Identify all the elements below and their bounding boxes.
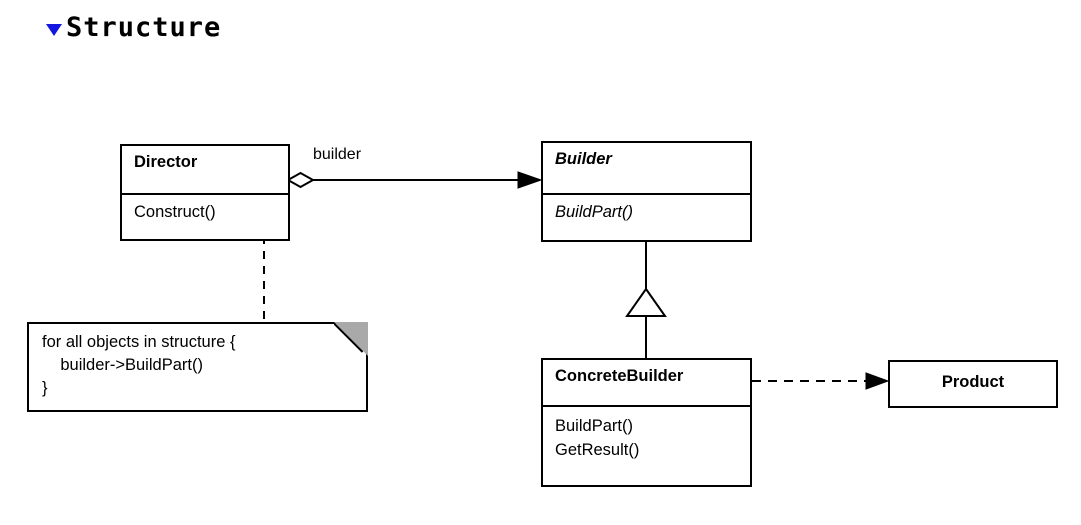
note-folded-corner-icon (334, 322, 368, 356)
class-member-buildpart: BuildPart() (555, 417, 633, 435)
class-members-compartment: Construct() (122, 193, 288, 241)
triangle-down-icon[interactable] (46, 23, 62, 36)
uml-class-director[interactable]: Director Construct() (120, 144, 290, 241)
class-members-compartment: BuildPart() (543, 193, 750, 242)
section-heading[interactable]: Structure (46, 14, 221, 41)
generalization-connector-concretebuilder-builder (625, 242, 667, 358)
class-name-builder: Builder (555, 150, 612, 168)
class-members-compartment: BuildPart() GetResult() (543, 405, 750, 487)
uml-note-text: for all objects in structure { builder->… (42, 333, 236, 397)
page-title: Structure (66, 12, 222, 43)
class-member-buildpart: BuildPart() (555, 203, 633, 221)
uml-note[interactable]: for all objects in structure { builder->… (27, 322, 368, 412)
uml-class-concretebuilder[interactable]: ConcreteBuilder BuildPart() GetResult() (541, 358, 752, 487)
class-name-product: Product (941, 373, 1005, 391)
uml-class-product[interactable]: Product (888, 360, 1058, 408)
class-name-concretebuilder: ConcreteBuilder (555, 367, 684, 385)
class-name-compartment: Builder (543, 143, 750, 193)
class-name-compartment: Director (122, 146, 288, 193)
aggregation-connector-director-builder (285, 171, 543, 189)
class-member-construct: Construct() (134, 203, 216, 221)
class-name-director: Director (134, 153, 198, 171)
association-label-builder: builder (313, 146, 362, 163)
dependency-connector-concretebuilder-product (752, 372, 890, 390)
class-name-compartment: ConcreteBuilder (543, 360, 750, 405)
uml-class-builder[interactable]: Builder BuildPart() (541, 141, 752, 242)
class-member-getresult: GetResult() (555, 441, 640, 459)
class-name-compartment: Product (890, 362, 1056, 406)
